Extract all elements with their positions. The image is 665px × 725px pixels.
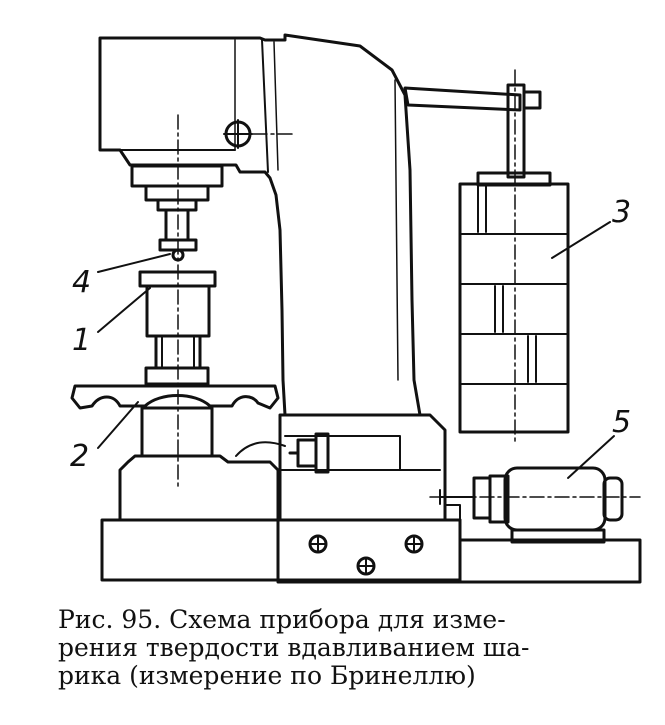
callout-2: 2 xyxy=(70,439,89,474)
machine-base xyxy=(100,413,462,584)
work-table xyxy=(70,384,280,458)
handwheel-icon xyxy=(288,432,330,474)
figure-caption: Рис. 95. Схема прибора для изме- рения т… xyxy=(58,606,648,690)
load-lever xyxy=(403,83,542,179)
caption-line-3: рика (измерение по Бринеллю) xyxy=(58,661,476,690)
base-screw-icons xyxy=(308,534,424,576)
spindle xyxy=(130,164,224,252)
callout-3: 3 xyxy=(612,195,631,230)
brinell-apparatus-diagram: 4 1 2 3 5 xyxy=(70,33,642,584)
callout-1: 1 xyxy=(72,323,91,358)
center-axis-lines xyxy=(177,69,641,498)
callout-5: 5 xyxy=(612,405,631,440)
caption-line-1: Рис. 95. Схема прибора для изме- xyxy=(58,605,506,634)
machine-frame xyxy=(98,33,422,417)
leader-lines xyxy=(97,221,615,479)
callout-4: 4 xyxy=(72,265,91,300)
electric-motor xyxy=(439,466,642,584)
weight-stack xyxy=(458,171,570,434)
caption-line-2: рения твердости вдавливанием ша- xyxy=(58,633,530,662)
figure-area: 4 1 2 3 5 xyxy=(70,33,642,584)
